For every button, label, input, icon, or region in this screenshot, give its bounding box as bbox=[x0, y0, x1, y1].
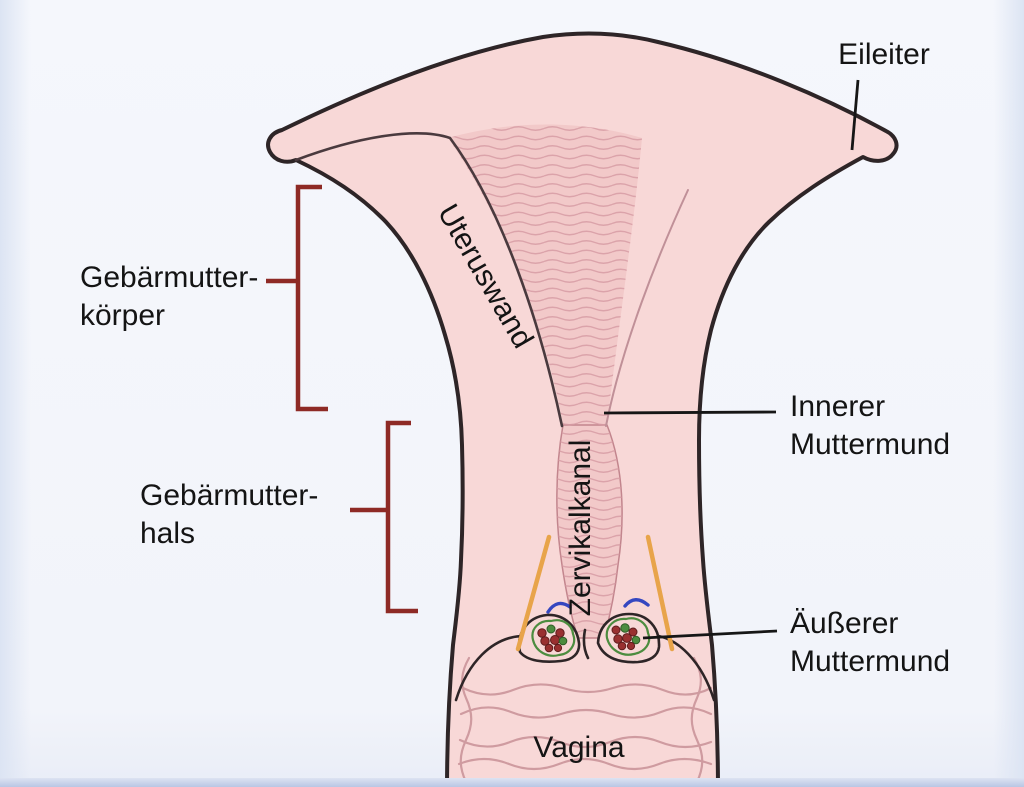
leader-eileiter bbox=[850, 79, 860, 151]
label-gebaermutterhals-line2: hals bbox=[140, 517, 195, 550]
gland-cluster-right-outline bbox=[605, 617, 651, 656]
label-zervikalkanal: Zervikalkanal bbox=[564, 440, 597, 617]
orange-line-right bbox=[645, 534, 675, 652]
vaginal-ruga-1 bbox=[461, 683, 713, 696]
blue-marks bbox=[546, 598, 650, 614]
orange-line-left bbox=[515, 534, 552, 652]
gland-dot bbox=[631, 635, 641, 645]
blue-mark-left bbox=[546, 601, 572, 614]
gland-dot bbox=[537, 628, 547, 638]
label-aeusserer-muttermund-line1: Äußerer bbox=[790, 607, 898, 640]
gland-dot bbox=[613, 634, 623, 644]
gland-dot bbox=[626, 641, 636, 651]
label-eileiter: Eileiter bbox=[838, 38, 930, 71]
label-gebaermutterkoerper-line2: körper bbox=[80, 299, 165, 332]
gland-dot bbox=[620, 623, 630, 633]
vaginal-wall-right-scallop bbox=[690, 656, 704, 787]
label-vagina: Vagina bbox=[533, 731, 625, 764]
gland-dot bbox=[544, 643, 554, 653]
label-innerer-muttermund-line2: Muttermund bbox=[790, 428, 950, 461]
gland-dot bbox=[553, 643, 563, 653]
cervix-lip-left bbox=[517, 613, 581, 664]
bracket-gebaermutterhals bbox=[385, 420, 418, 614]
gland-dot bbox=[611, 625, 621, 635]
label-gebaermutterkoerper-line1: Gebärmutter- bbox=[80, 261, 258, 294]
label-innerer-muttermund-line1: Innerer bbox=[790, 390, 885, 423]
leader-aeusserer-muttermund bbox=[642, 629, 778, 640]
external-os-slit bbox=[582, 628, 590, 660]
gland-cluster-left bbox=[531, 619, 576, 657]
vaginal-ruga-3 bbox=[458, 735, 713, 749]
cavity-right-edge bbox=[605, 189, 689, 427]
gland-dot bbox=[540, 636, 550, 646]
cavity-left-edge bbox=[294, 132, 564, 428]
vaginal-ruga-4 bbox=[457, 757, 713, 771]
gland-dot bbox=[628, 627, 638, 637]
fornix-left bbox=[454, 634, 523, 702]
gland-dot bbox=[558, 636, 568, 646]
gland-dot bbox=[546, 624, 556, 634]
bracket-gebaermutterkoerper bbox=[295, 184, 328, 412]
bottom-edge-band bbox=[0, 778, 1024, 787]
blue-mark-right bbox=[623, 598, 650, 608]
label-aeusserer-muttermund-line2: Muttermund bbox=[790, 645, 950, 678]
orange-guide-lines bbox=[515, 534, 675, 652]
annotations: Eileiter Gebärmutter- körper Gebärmutter… bbox=[80, 38, 950, 764]
gland-dot bbox=[550, 635, 560, 645]
label-gebaermutterhals-line1: Gebärmutter- bbox=[140, 479, 318, 512]
vaginal-wall-left-scallop bbox=[459, 656, 473, 787]
gland-dot bbox=[622, 633, 632, 643]
gland-cluster-right bbox=[605, 617, 651, 656]
leader-innerer-muttermund bbox=[603, 410, 777, 415]
gland-dot bbox=[555, 628, 565, 638]
vaginal-ruga-2 bbox=[459, 706, 713, 719]
gland-cluster-left-outline bbox=[531, 619, 576, 657]
gland-dot bbox=[617, 641, 627, 651]
